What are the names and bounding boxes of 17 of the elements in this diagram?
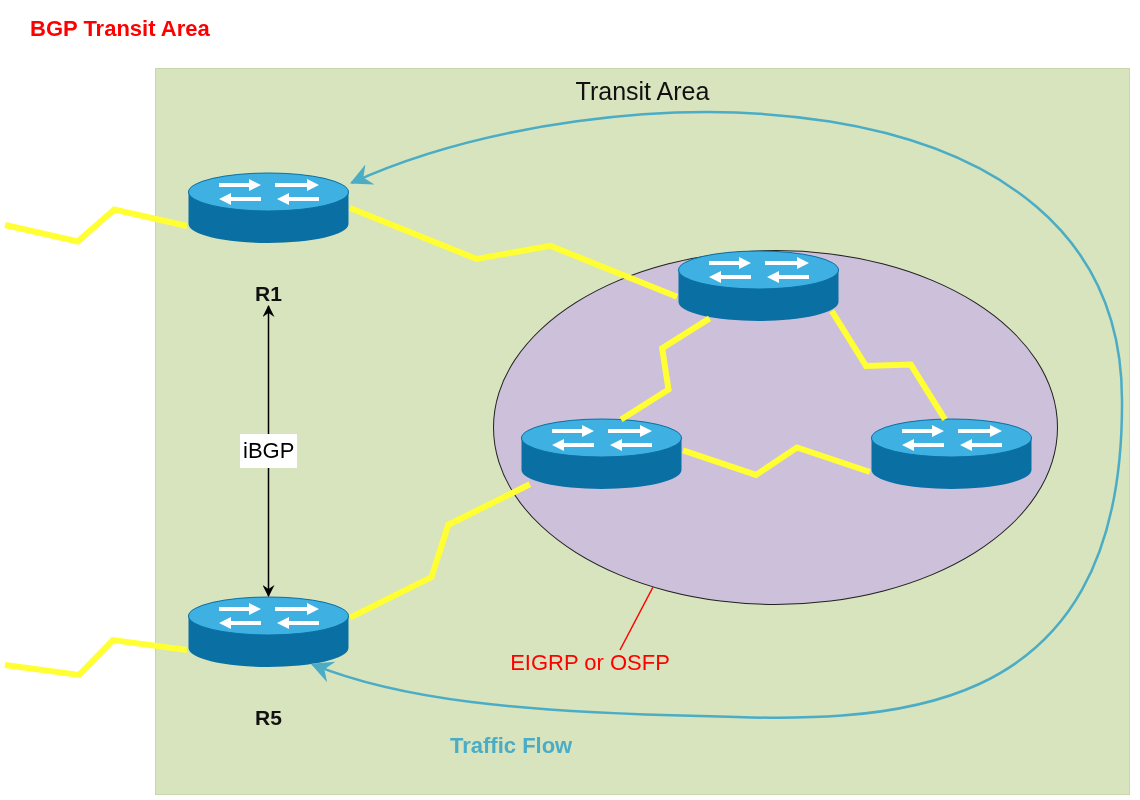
serial-link: [4, 206, 188, 245]
protocol-label: EIGRP or OSFP: [490, 650, 690, 686]
arrow: [310, 112, 1124, 719]
serial-link: [348, 205, 679, 300]
arrow: [262, 305, 275, 597]
router-label: R5: [254, 706, 283, 730]
serial-link: [682, 444, 871, 479]
leader-line: [619, 586, 654, 651]
edge-label: iBGP: [240, 434, 298, 468]
serial-link: [348, 481, 532, 621]
transit-area-panel: [155, 68, 1130, 795]
diagram-title: BGP Transit Area: [30, 16, 210, 42]
edge-label: Traffic Flow: [450, 733, 573, 759]
router-label: R1: [254, 282, 283, 306]
serial-link: [4, 636, 188, 679]
serial-link: [619, 315, 712, 422]
area-title: Transit Area: [575, 77, 710, 106]
